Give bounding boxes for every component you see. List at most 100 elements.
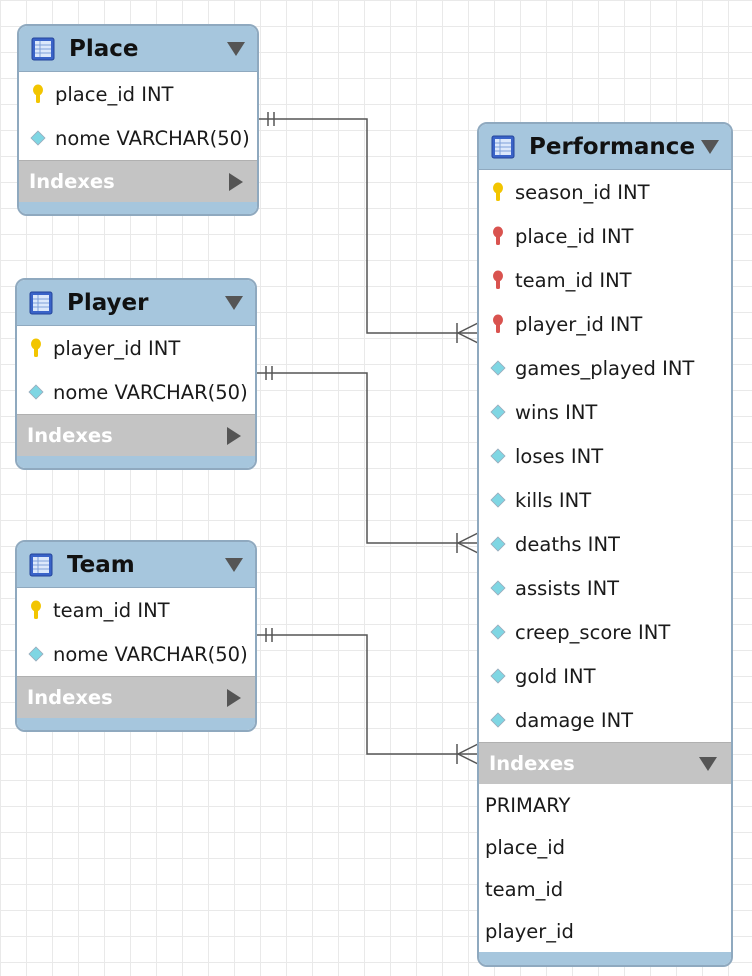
column-row[interactable]: deaths INT bbox=[479, 522, 731, 566]
column-row[interactable]: games_played INT bbox=[479, 346, 731, 390]
chevron-right-icon bbox=[227, 688, 241, 707]
table-footer bbox=[479, 952, 731, 965]
indexes-label: Indexes bbox=[27, 686, 113, 709]
indexes-bar[interactable]: Indexes bbox=[17, 676, 255, 718]
column-diamond-icon bbox=[490, 668, 506, 684]
column-label: loses INT bbox=[515, 444, 604, 468]
column-label: place_id INT bbox=[515, 224, 634, 248]
table-header[interactable]: Player bbox=[17, 280, 255, 326]
table-icon bbox=[29, 291, 53, 314]
column-label: wins INT bbox=[515, 400, 598, 424]
table-icon bbox=[491, 135, 515, 158]
relationship-team-performance bbox=[256, 628, 479, 765]
column-label: kills INT bbox=[515, 488, 592, 512]
column-row[interactable]: player_id INT bbox=[479, 302, 731, 346]
index-item[interactable]: PRIMARY bbox=[485, 793, 571, 817]
column-diamond-icon bbox=[490, 492, 506, 508]
index-item[interactable]: player_id bbox=[485, 919, 574, 943]
column-diamond-icon bbox=[490, 624, 506, 640]
column-diamond-icon bbox=[490, 448, 506, 464]
indexes-bar[interactable]: Indexes bbox=[479, 742, 731, 784]
table-name: Player bbox=[67, 289, 149, 316]
column-diamond-icon bbox=[490, 712, 506, 728]
column-row[interactable]: creep_score INT bbox=[479, 610, 731, 654]
foreign-key-icon bbox=[493, 270, 503, 289]
column-label: games_played INT bbox=[515, 356, 695, 380]
chevron-down-icon bbox=[225, 557, 243, 572]
table-performance[interactable]: Performance season_id INT place_id INT tea… bbox=[477, 122, 733, 967]
column-row[interactable]: wins INT bbox=[479, 390, 731, 434]
table-name: Place bbox=[69, 35, 139, 62]
column-list: team_id INT nome VARCHAR(50) bbox=[17, 588, 255, 676]
table-header[interactable]: Team bbox=[17, 542, 255, 588]
column-label: assists INT bbox=[515, 576, 620, 600]
column-row[interactable]: place_id INT bbox=[479, 214, 731, 258]
indexes-label: Indexes bbox=[29, 170, 115, 193]
column-label: creep_score INT bbox=[515, 620, 671, 644]
column-label: nome VARCHAR(50) bbox=[53, 380, 248, 404]
table-name: Performance bbox=[529, 133, 696, 160]
column-label: damage INT bbox=[515, 708, 634, 732]
chevron-down-icon bbox=[227, 41, 245, 56]
indexes-label: Indexes bbox=[27, 424, 113, 447]
indexes-label: Indexes bbox=[489, 752, 575, 775]
chevron-right-icon bbox=[229, 172, 243, 191]
primary-key-icon bbox=[33, 84, 43, 103]
column-diamond-icon bbox=[490, 404, 506, 420]
column-list: place_id INT nome VARCHAR(50) bbox=[19, 72, 257, 160]
indexes-bar[interactable]: Indexes bbox=[17, 414, 255, 456]
table-team[interactable]: Team team_id INT nome VARCHAR(50) Indexes bbox=[15, 540, 257, 732]
column-row[interactable]: damage INT bbox=[479, 698, 731, 742]
column-label: nome VARCHAR(50) bbox=[55, 126, 250, 150]
table-place[interactable]: Place place_id INT nome VARCHAR(50) Index… bbox=[17, 24, 259, 216]
column-row[interactable]: nome VARCHAR(50) bbox=[17, 370, 255, 414]
chevron-down-icon bbox=[225, 295, 243, 310]
column-row[interactable]: loses INT bbox=[479, 434, 731, 478]
column-row[interactable]: kills INT bbox=[479, 478, 731, 522]
relationship-player-performance bbox=[256, 366, 479, 554]
indexes-bar[interactable]: Indexes bbox=[19, 160, 257, 202]
column-row[interactable]: player_id INT bbox=[17, 326, 255, 370]
column-row[interactable]: assists INT bbox=[479, 566, 731, 610]
column-label: season_id INT bbox=[515, 180, 650, 204]
table-player[interactable]: Player player_id INT nome VARCHAR(50) Ind… bbox=[15, 278, 257, 470]
column-diamond-icon bbox=[28, 384, 44, 400]
column-label: gold INT bbox=[515, 664, 596, 688]
column-diamond-icon bbox=[490, 360, 506, 376]
column-label: deaths INT bbox=[515, 532, 620, 556]
foreign-key-icon bbox=[493, 226, 503, 245]
column-row[interactable]: gold INT bbox=[479, 654, 731, 698]
table-name: Team bbox=[67, 551, 135, 578]
column-diamond-icon bbox=[30, 130, 46, 146]
table-header[interactable]: Place bbox=[19, 26, 257, 72]
table-footer bbox=[17, 456, 255, 468]
column-row[interactable]: team_id INT bbox=[17, 588, 255, 632]
foreign-key-icon bbox=[493, 314, 503, 333]
chevron-down-icon bbox=[701, 139, 719, 154]
column-diamond-icon bbox=[490, 580, 506, 596]
column-row[interactable]: nome VARCHAR(50) bbox=[17, 632, 255, 676]
column-row[interactable]: nome VARCHAR(50) bbox=[19, 116, 257, 160]
column-label: place_id INT bbox=[55, 82, 174, 106]
column-list: season_id INT place_id INT team_id INT play… bbox=[479, 170, 731, 742]
table-icon bbox=[29, 553, 53, 576]
index-item[interactable]: team_id bbox=[485, 877, 564, 901]
primary-key-icon bbox=[493, 182, 503, 201]
chevron-right-icon bbox=[227, 426, 241, 445]
relationship-place-performance bbox=[258, 112, 479, 344]
table-icon bbox=[31, 37, 55, 60]
index-list: PRIMARY place_id team_id player_id bbox=[479, 784, 731, 952]
table-header[interactable]: Performance bbox=[479, 124, 731, 170]
column-diamond-icon bbox=[28, 646, 44, 662]
primary-key-icon bbox=[31, 600, 41, 619]
column-label: nome VARCHAR(50) bbox=[53, 642, 248, 666]
table-footer bbox=[19, 202, 257, 214]
chevron-down-icon bbox=[699, 756, 717, 771]
column-row[interactable]: season_id INT bbox=[479, 170, 731, 214]
column-row[interactable]: place_id INT bbox=[19, 72, 257, 116]
index-item[interactable]: place_id bbox=[485, 835, 566, 859]
column-row[interactable]: team_id INT bbox=[479, 258, 731, 302]
column-label: player_id INT bbox=[515, 312, 643, 336]
